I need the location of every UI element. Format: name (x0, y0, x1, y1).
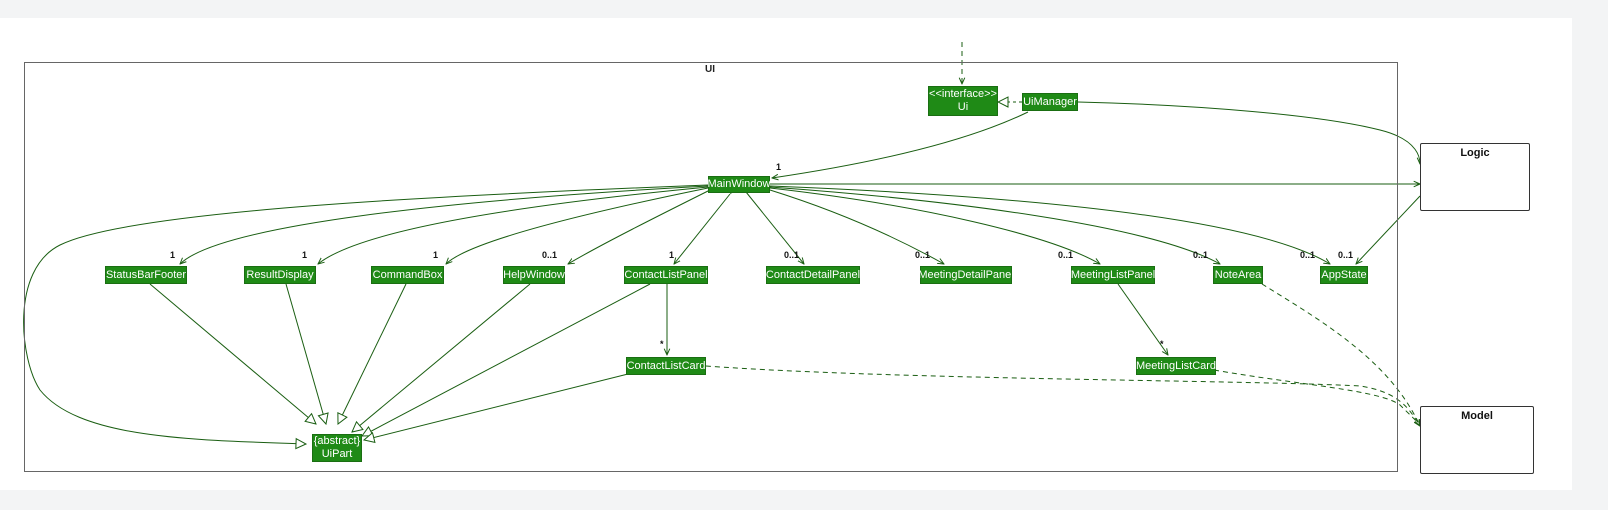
multiplicity-contactlistcard: * (660, 339, 664, 349)
edge-contactlistcard-uipart (364, 373, 629, 440)
uipart-class[interactable]: {abstract} UiPart (312, 434, 362, 462)
ui-class-name: Ui (957, 101, 969, 113)
multiplicity-helpwindow: 0..1 (542, 250, 558, 260)
edge-meetinglistcard-model (1213, 369, 1420, 426)
uipart-class-name: UiPart (321, 448, 353, 460)
uimanager-class[interactable]: UiManager (1022, 93, 1078, 111)
edge-commandbox-uipart (338, 283, 407, 424)
contactlistpanel-class[interactable]: ContactListPanel (624, 266, 708, 284)
multiplicity-notearea: 0..1 (1193, 250, 1209, 260)
ui-stereotype: <<interface>> (929, 88, 997, 100)
model-label: Model (1461, 410, 1493, 422)
edge-helpwindow-uipart (352, 283, 531, 432)
multiplicity-contactdetailpanel: 0..1 (784, 250, 800, 260)
edge-mainwindow-appstate (769, 185, 1330, 264)
edge-mainwindow-contactdetailpanel (745, 191, 804, 264)
multiplicity-meetingdetailpanel: 0..1 (915, 250, 931, 260)
edge-uimanager-to-mainwindow (772, 111, 1029, 178)
ui-package-label: UI (705, 64, 715, 75)
ui-interface-class[interactable]: <<interface>> Ui (928, 86, 998, 116)
edge-meetinglistpanel-meetinglistcard (1117, 283, 1168, 355)
model-component[interactable]: Model (1420, 406, 1534, 474)
meetinglistcard-class[interactable]: MeetingListCard (1136, 357, 1216, 375)
contactlistcard-class[interactable]: ContactListCard (626, 357, 706, 375)
edge-uimanager-to-logic (1077, 101, 1420, 164)
multiplicity-resultdisplay: 1 (302, 250, 308, 260)
multiplicity-meetinglistcard: * (1160, 339, 1164, 349)
uipart-stereotype: {abstract} (313, 435, 361, 447)
notearea-class[interactable]: NoteArea (1213, 266, 1263, 284)
meetinglistpanel-class[interactable]: MeetingListPanel (1071, 266, 1155, 284)
commandbox-class[interactable]: CommandBox (371, 266, 444, 284)
logic-label: Logic (1460, 147, 1490, 159)
ui-package-frame (24, 62, 1398, 472)
multiplicity-statusbarfooter: 1 (170, 250, 176, 260)
edge-mainwindow-meetingdetailpanel (769, 189, 944, 264)
multiplicity-appstate-a: 0..1 (1300, 250, 1316, 260)
edge-contactlistcard-model (705, 365, 1420, 426)
edge-resultdisplay-uipart (285, 283, 326, 424)
edge-mainwindow-meetinglistpanel (769, 187, 1100, 264)
multiplicity-appstate-b: 0..1 (1338, 250, 1354, 260)
helpwindow-class[interactable]: HelpWindow (503, 266, 565, 284)
edge-logic-to-appstate (1356, 195, 1421, 264)
multiplicity-contactlistpanel: 1 (669, 250, 675, 260)
mainwindow-class[interactable]: MainWindow (708, 176, 770, 193)
edge-notearea-model (1261, 283, 1420, 426)
resultdisplay-class[interactable]: ResultDisplay (244, 266, 316, 284)
appstate-class[interactable]: AppState (1320, 266, 1368, 284)
contactdetailpanel-class[interactable]: ContactDetailPanel (766, 266, 860, 284)
edge-mainwindow-notearea (769, 186, 1220, 264)
meetingdetailpanel-class[interactable]: MeetingDetailPanel (918, 266, 1014, 284)
multiplicity-commandbox: 1 (433, 250, 439, 260)
edge-mainwindow-uipart (23, 185, 708, 444)
edge-contactlistpanel-uipart (362, 283, 651, 436)
logic-component[interactable]: Logic (1420, 143, 1530, 211)
multiplicity-mainwindow: 1 (776, 162, 782, 172)
statusbarfooter-class[interactable]: StatusBarFooter (105, 266, 187, 284)
multiplicity-meetinglistpanel: 0..1 (1058, 250, 1074, 260)
edge-statusbarfooter-uipart (149, 283, 316, 424)
